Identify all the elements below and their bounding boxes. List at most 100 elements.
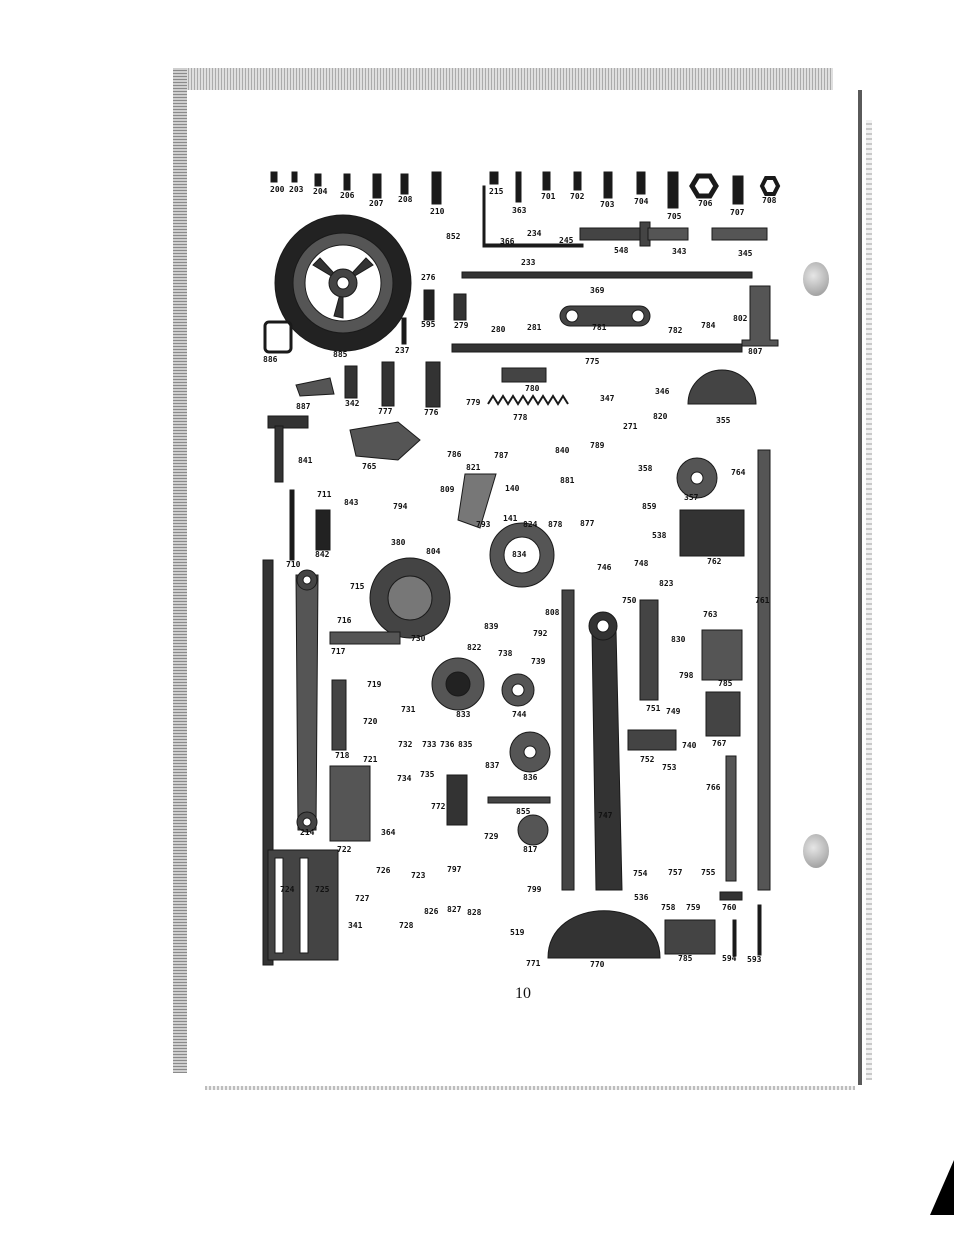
part-number-label: 771: [526, 959, 541, 968]
part-number-label: 548: [614, 246, 629, 255]
part-number-label: 887: [296, 402, 311, 411]
part-number-label: 704: [634, 197, 649, 206]
part-number-label: 881: [560, 476, 575, 485]
part-number-label: 777: [378, 407, 393, 416]
part-number-label: 767: [712, 739, 727, 748]
part-number-label: 245: [559, 236, 574, 245]
part-number-label: 789: [590, 441, 605, 450]
part-number-label: 770: [590, 960, 605, 969]
part-number-label: 852: [446, 232, 461, 241]
part-number-label: 730: [411, 634, 426, 643]
part-number-label: 203: [289, 185, 304, 194]
corner-mark: [930, 1160, 954, 1215]
part-number-label: 355: [716, 416, 731, 425]
part-number-label: 725: [315, 885, 330, 894]
part-number-label: 779: [466, 398, 481, 407]
part-number-label: 759: [686, 903, 701, 912]
part-number-label: 281: [527, 323, 542, 332]
part-number-label: 804: [426, 547, 441, 556]
part-number-label: 727: [355, 894, 370, 903]
part-number-label: 762: [707, 557, 722, 566]
part-number-label: 200: [270, 185, 285, 194]
part-number-label: 886: [263, 355, 278, 364]
part-number-label: 802: [733, 314, 748, 323]
part-number-label: 817: [523, 845, 538, 854]
part-number-label: 878: [548, 520, 563, 529]
part-number-label: 747: [598, 811, 613, 820]
part-number-label: 824: [523, 520, 538, 529]
part-number-label: 748: [634, 559, 649, 568]
part-number-label: 206: [340, 191, 355, 200]
part-number-label: 885: [333, 350, 348, 359]
part-number-label: 720: [363, 717, 378, 726]
part-number-label: 717: [331, 647, 346, 656]
part-number-label: 708: [762, 196, 777, 205]
part-number-label: 593: [747, 955, 762, 964]
part-number-label: 758: [661, 903, 676, 912]
part-number-label: 271: [623, 422, 638, 431]
part-number-label: 346: [655, 387, 670, 396]
part-number-label: 766: [706, 783, 721, 792]
part-number-label: 807: [748, 347, 763, 356]
part-number-label: 760: [722, 903, 737, 912]
page-shadow-top: [173, 68, 833, 90]
part-number-label: 840: [555, 446, 570, 455]
part-number-label: 724: [280, 885, 295, 894]
part-number-label: 837: [485, 761, 500, 770]
part-number-label: 751: [646, 704, 661, 713]
part-number-label: 740: [682, 741, 697, 750]
part-number-label: 877: [580, 519, 595, 528]
part-number-label: 799: [527, 885, 542, 894]
part-number-label: 784: [701, 321, 716, 330]
part-number-label: 823: [659, 579, 674, 588]
part-number-label: 830: [671, 635, 686, 644]
part-number-label: 775: [585, 357, 600, 366]
part-number-label: 519: [510, 928, 525, 937]
part-number-label: 781: [592, 323, 607, 332]
part-number-label: 792: [533, 629, 548, 638]
part-number-label: 710: [286, 560, 301, 569]
part-number-label: 718: [335, 751, 350, 760]
part-number-label: 785: [678, 954, 693, 963]
part-number-label: 728: [399, 921, 414, 930]
part-number-label: 785: [718, 679, 733, 688]
part-number-label: 140: [505, 484, 520, 493]
part-number-label: 828: [467, 908, 482, 917]
part-number-label: 341: [348, 921, 363, 930]
part-number-label: 780: [525, 384, 540, 393]
part-number-label: 237: [395, 346, 410, 355]
page-shadow-bottom: [205, 1086, 855, 1090]
part-number-label: 822: [467, 643, 482, 652]
part-number-label: 214: [300, 828, 315, 837]
part-number-label: 749: [666, 707, 681, 716]
part-number-label: 736: [440, 740, 455, 749]
part-number-label: 595: [421, 320, 436, 329]
part-number-label: 809: [440, 485, 455, 494]
part-number-label: 207: [369, 199, 384, 208]
part-number-label: 343: [672, 247, 687, 256]
part-number-label: 763: [703, 610, 718, 619]
part-number-label: 746: [597, 563, 612, 572]
part-number-label: 753: [662, 763, 677, 772]
part-number-label: 836: [523, 773, 538, 782]
part-number-label: 833: [456, 710, 471, 719]
part-number-label: 347: [600, 394, 615, 403]
part-number-label: 715: [350, 582, 365, 591]
part-number-label: 735: [420, 770, 435, 779]
page-number: 10: [515, 985, 531, 1002]
part-number-label: 754: [633, 869, 648, 878]
part-number-label: 707: [730, 208, 745, 217]
part-number-label: 536: [634, 893, 649, 902]
page-edge-right: [858, 90, 862, 1085]
part-number-label: 782: [668, 326, 683, 335]
page-shadow-left: [173, 68, 187, 1073]
part-number-label: 734: [397, 774, 412, 783]
part-number-label: 733: [422, 740, 437, 749]
part-number-label: 357: [684, 493, 699, 502]
part-number-label: 757: [668, 868, 683, 877]
part-number-label: 794: [393, 502, 408, 511]
punch-hole-bottom: [803, 834, 829, 868]
part-number-label: 859: [642, 502, 657, 511]
part-number-label: 834: [512, 550, 527, 559]
part-number-label: 538: [652, 531, 667, 540]
